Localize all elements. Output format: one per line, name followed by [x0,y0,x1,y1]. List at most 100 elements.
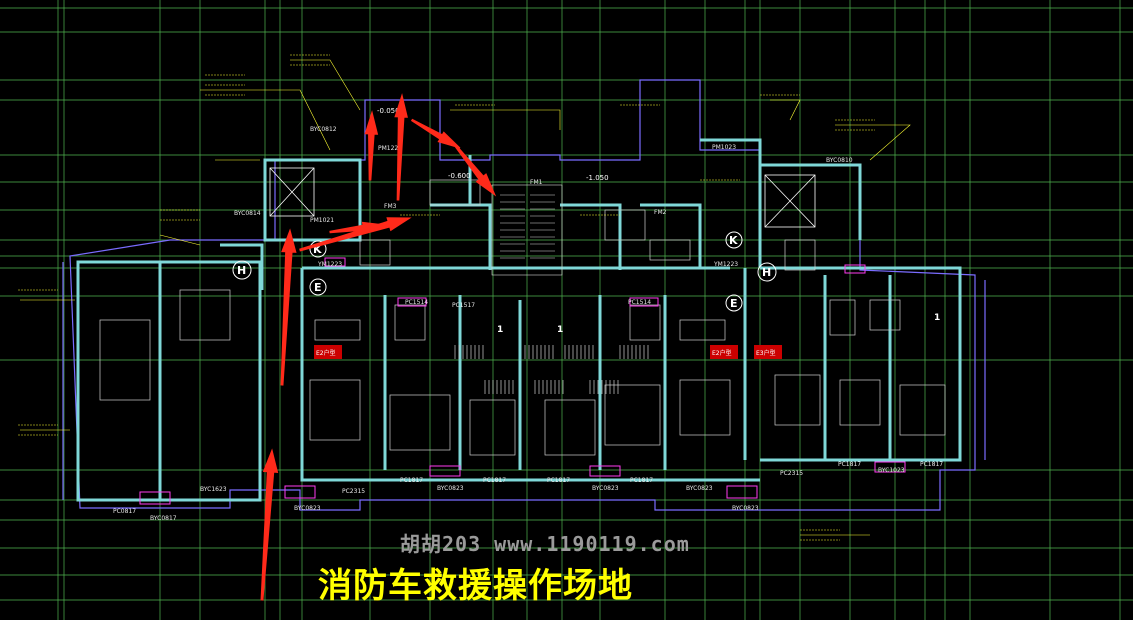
label-byc0814: BYC0814 [234,210,261,217]
bubble-h-right-circle [757,262,777,282]
label-pc1514: PC1514 [405,299,428,306]
furniture-piece [784,239,816,271]
leader-line [450,109,561,130]
label-byc0823d: BYC0823 [732,505,759,512]
wall-segment [160,260,262,502]
furniture-piece [839,379,881,426]
elevator-right [764,174,816,228]
rescue-arrow [280,228,297,386]
wall-segment [760,163,862,240]
furniture-piece [429,179,481,206]
wall-segment [700,138,762,268]
furniture-piece [469,399,516,456]
label-byc0823e: BYC0823 [686,485,713,492]
unit-tag-right-box [754,345,782,359]
furniture-piece [649,239,691,261]
grid-bubbles [232,231,777,312]
furniture-piece [309,379,361,441]
furniture-piece [679,379,731,436]
building-outline [62,79,986,511]
furniture-piece [394,304,426,341]
rescue-arrow [260,448,279,601]
label-pm1225: PM1225 [378,145,402,152]
label-pc1817d: PC1817 [630,477,653,484]
unit-tags: E2户型 E2户型 E3户型 [314,345,782,359]
furniture-piece [869,299,901,331]
leader-line [770,99,801,121]
furniture-piece [774,374,821,426]
wall-segment [220,243,264,290]
label-elev-b: -0.600 [448,172,471,180]
leader-line [200,89,331,151]
furniture-piece [314,319,361,341]
furniture-piece [629,304,661,341]
label-fm2: FM2 [654,209,667,216]
rescue-arrows [260,93,497,601]
label-pc0817: PC0817 [113,508,136,515]
furniture [99,179,946,456]
label-byc0823c: BYC0823 [592,485,619,492]
wall-segment [300,268,760,482]
label-byc0823: BYC0823 [294,505,321,512]
furniture-piece [604,384,661,446]
window [629,297,659,307]
bubble-e-left: E [314,281,322,294]
bubble-h-right: H [762,266,771,279]
label-pc1517: PC1517 [452,302,475,309]
window [139,491,171,505]
bubble-h-left-circle [232,260,252,280]
rescue-arrow [410,118,461,149]
walls [76,138,962,502]
leader-line [159,234,201,246]
label-pc2315: PC2315 [342,488,365,495]
window [284,485,316,499]
window [726,485,758,499]
windows [139,257,906,505]
stair [491,184,563,276]
window [324,257,346,267]
label-pm1023: PM1023 [712,144,736,151]
label-byc0810: BYC0810 [826,157,853,164]
furniture-piece [389,394,451,451]
watermark: 胡胡203 www.1190119.com [400,532,690,556]
bubble-k-right: K [729,234,738,247]
unit-tag-mid-box [710,345,738,359]
label-pc1817: PC1817 [400,477,423,484]
bubble-e-left-circle [309,278,327,296]
bubble-k-left: K [313,243,322,256]
window [397,297,427,307]
bubble-h-left: H [237,264,246,277]
furniture-piece [179,289,231,341]
digit-one-b: 1 [557,325,563,335]
label-elev-c: -1.050 [586,174,609,182]
window [589,465,621,477]
label-byc1023: BYC1023 [878,467,905,474]
label-ym1223b: YM1223 [713,261,738,268]
leader-line [835,124,911,161]
window [429,465,461,477]
wall-segment [760,266,962,462]
wall-segment [76,260,162,502]
rescue-arrow [394,93,408,201]
label-pm1021: PM1021 [310,217,334,224]
bubble-k-right-circle [725,231,743,249]
label-ym1223: YM1223 [317,261,342,268]
room-numbers: 1 1 1 [497,313,940,335]
label-fm3: FM3 [384,203,397,210]
unit-tag-left: E2户型 [316,349,336,357]
leader-line [290,59,361,111]
label-byc0812: BYC0812 [310,126,337,133]
wall-segment [640,203,702,268]
unit-tag-right: E3户型 [756,349,776,357]
bubble-k-left-circle [309,240,327,258]
digit-one-c: 1 [934,313,940,323]
label-pc2315b: PC2315 [780,470,803,477]
furniture-piece [99,319,151,401]
label-fm1: FM1 [530,179,543,186]
bubble-e-right-circle [725,294,743,312]
elevator-left [269,167,315,217]
window [874,461,906,473]
furniture-piece [899,384,946,436]
